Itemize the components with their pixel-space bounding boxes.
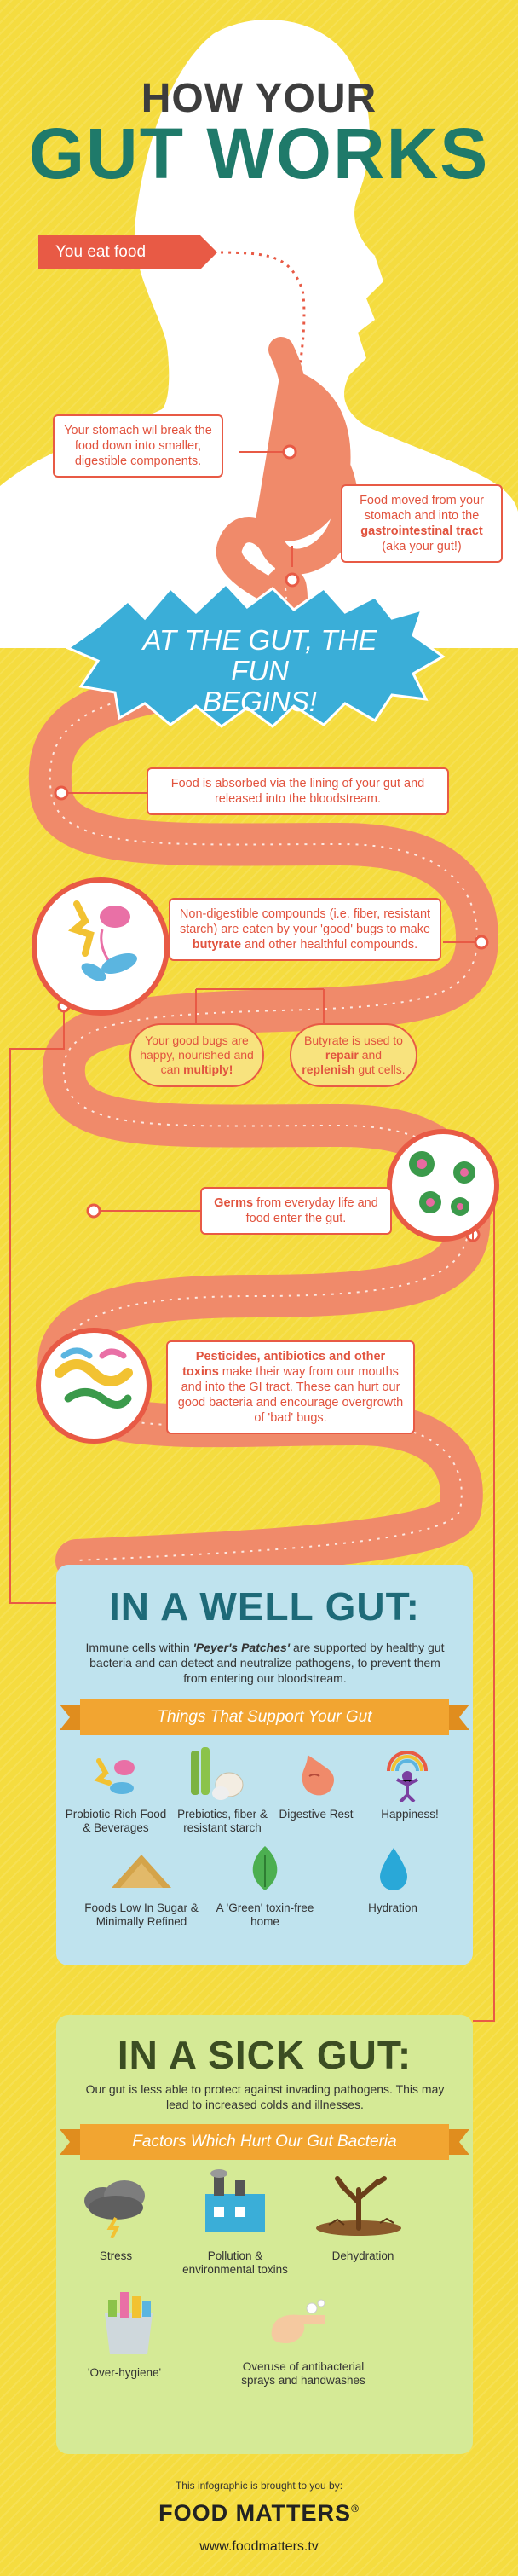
good-bacteria-icon <box>67 900 137 981</box>
probiotic-label: Probiotic-Rich Food & Beverages <box>65 1808 167 1834</box>
over-hygiene-label: 'Over-hygiene' <box>87 2366 162 2379</box>
well-title: IN A WELL GUT: <box>109 1584 420 1629</box>
sick-gut-panel: IN A SICK GUT: Our gut is less able to p… <box>56 2015 473 2454</box>
factory-icon <box>205 2169 265 2232</box>
good-bugs-bold: multiply! <box>183 1062 233 1076</box>
cleaning-bucket-icon <box>105 2292 153 2354</box>
burst-line1: AT THE GUT, THE FUN <box>142 624 377 686</box>
butyrate-text: Butyrate is used to <box>304 1033 403 1047</box>
well-gut-panel: IN A WELL GUT: Immune cells within 'Peye… <box>56 1565 473 1965</box>
burst-text: AT THE GUT, THE FUN BEGINS! <box>111 625 409 717</box>
butyrate-text-end: gut cells. <box>354 1062 406 1076</box>
stomach-rest-icon <box>302 1755 335 1796</box>
butyrate-bold2: replenish <box>302 1062 355 1076</box>
gastro-step-box: Food moved from your stomach and into th… <box>341 484 503 563</box>
prebiotic-label: Prebiotics, fiber & resistant starch <box>177 1808 268 1834</box>
you-eat-food-arrow: You eat food <box>38 235 217 269</box>
butyrate-mid: and <box>358 1048 383 1062</box>
connector-sick-line <box>472 1167 495 2022</box>
absorbed-step-box: Food is absorbed via the lining of your … <box>147 767 449 815</box>
butyrate-pill: Butyrate is used to repair and replenish… <box>290 1023 417 1087</box>
hydration-label: Hydration <box>368 1902 417 1914</box>
gastro-bold: gastrointestinal tract <box>360 524 483 538</box>
nondigest-text-end: and other healthful compounds. <box>241 938 418 952</box>
pollution-label: Pollution & environmental toxins <box>182 2249 288 2276</box>
probiotic-icon <box>94 1758 135 1794</box>
germs-text: from everyday life and food enter the gu… <box>245 1196 378 1225</box>
title-line2: GUT WORKS <box>28 113 490 194</box>
stomach-step-box: Your stomach wil break the food down int… <box>53 414 223 478</box>
dot-nondigest <box>474 935 489 950</box>
dot-gastro <box>285 572 300 588</box>
bad-bacteria-icon <box>55 1347 133 1409</box>
good-bacteria-circle <box>32 877 170 1016</box>
butyrate-bold1: repair <box>325 1048 359 1062</box>
gastro-text: Food moved from your stomach and into th… <box>360 494 484 523</box>
sick-title: IN A SICK GUT: <box>117 2033 412 2077</box>
stress-label: Stress <box>99 2249 133 2262</box>
good-bugs-pill: Your good bugs are happy, nourished and … <box>130 1023 264 1087</box>
dot-germs <box>86 1203 101 1219</box>
registered-mark: ® <box>351 2503 360 2515</box>
germs-bold: Germs <box>214 1196 254 1210</box>
sick-description: Our gut is less able to protect against … <box>85 2082 445 2111</box>
green-leaf-icon <box>252 1846 278 1890</box>
nondigest-step-box: Non-digestible compounds (i.e. fiber, re… <box>169 898 441 961</box>
sugar-label: Foods Low In Sugar & Minimally Refined <box>84 1902 199 1928</box>
sugar-icon <box>112 1855 171 1888</box>
germs-step-box: Germs from everyday life and food enter … <box>200 1187 392 1235</box>
connector-well-line <box>9 1006 65 1604</box>
toxins-text: make their way from our mouths and into … <box>177 1365 404 1425</box>
well-desc-text: Immune cells within <box>85 1641 193 1654</box>
title-line1: HOW YOUR <box>141 76 377 121</box>
green-home-label: A 'Green' toxin-free home <box>216 1902 314 1928</box>
storm-cloud-icon <box>84 2180 145 2238</box>
food-matters-logo: FOOD MATTERS® <box>0 2500 518 2527</box>
dot-absorbed <box>54 785 69 801</box>
well-desc-end: are supported by healthy gut bacteria an… <box>89 1641 445 1685</box>
fun-burst <box>65 582 446 728</box>
stomach-body <box>256 367 351 541</box>
prebiotic-icon <box>191 1747 244 1800</box>
well-description: Immune cells within 'Peyer's Patches' ar… <box>82 1640 448 1686</box>
soap-hands-icon <box>271 2299 325 2343</box>
toxin-bacteria-circle <box>36 1328 152 1444</box>
happiness-icon <box>387 1751 428 1802</box>
water-drop-icon <box>380 1848 407 1890</box>
well-ribbon: Things That Support Your Gut <box>60 1699 469 1735</box>
nondigest-text: Non-digestible compounds (i.e. fiber, re… <box>179 907 431 936</box>
nondigest-bold: butyrate <box>192 938 242 952</box>
brand-name: FOOD MATTERS <box>158 2500 352 2526</box>
website-url[interactable]: www.foodmatters.tv <box>199 2539 319 2554</box>
stomach-rest-label: Digestive Rest <box>279 1808 354 1821</box>
well-desc-em: 'Peyer's Patches' <box>193 1641 291 1654</box>
food-path-dots <box>212 251 306 402</box>
germs-icon <box>409 1151 475 1216</box>
antibacterial-label: Overuse of antibacterial sprays and hand… <box>241 2360 365 2387</box>
sick-ribbon: Factors Which Hurt Our Gut Bacteria <box>60 2124 469 2160</box>
dehydration-label: Dehydration <box>331 2249 394 2262</box>
brought-by-text: This infographic is brought to you by: <box>175 2480 343 2492</box>
toxins-bold: Pesticides, antibiotics and other toxins <box>182 1350 386 1379</box>
burst-line2: BEGINS! <box>203 686 317 717</box>
dry-tree-icon <box>316 2176 401 2236</box>
germs-circle <box>387 1129 499 1242</box>
dot-stomach <box>282 444 297 460</box>
toxins-step-box: Pesticides, antibiotics and other toxins… <box>166 1340 415 1434</box>
happiness-label: Happiness! <box>381 1808 439 1821</box>
gastro-text-end: (aka your gut!) <box>382 540 462 553</box>
good-bugs-text: Your good bugs are happy, nourished and … <box>140 1033 254 1076</box>
